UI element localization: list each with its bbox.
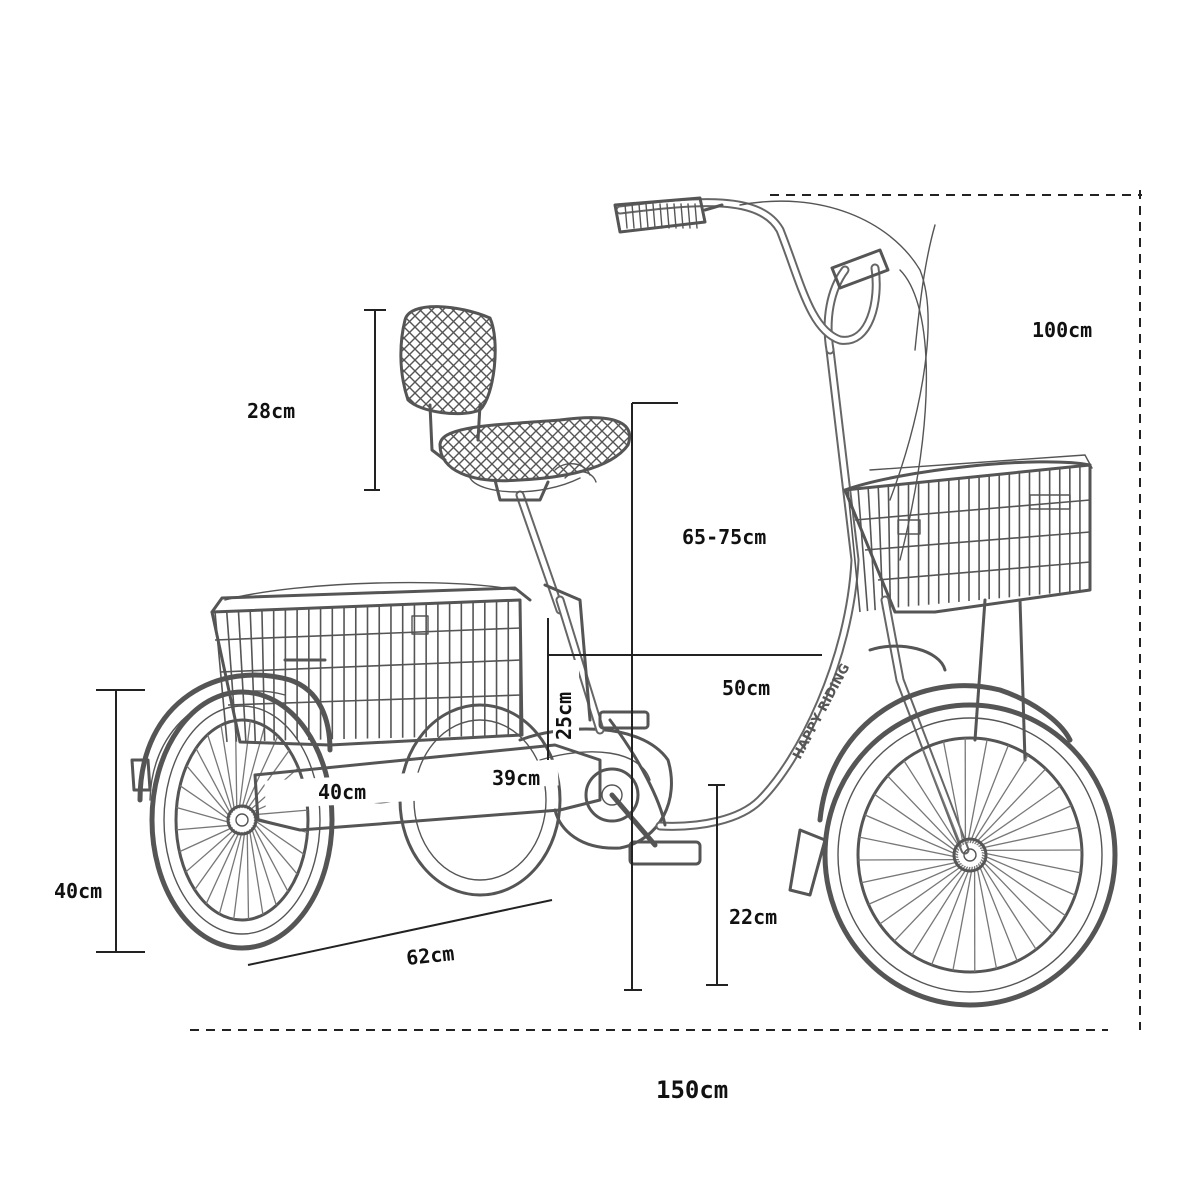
handlebar: [613, 196, 936, 561]
label-rear-track: 62cm: [405, 941, 455, 970]
label-seat-height: 65-75cm: [682, 525, 766, 549]
dimension-labels: 100cm 150cm 28cm 65-75cm 50cm 25cm 40cm …: [54, 318, 1092, 1104]
label-rear-basket-length: 40cm: [318, 780, 366, 804]
rear-fender: [137, 672, 333, 803]
tricycle-illustration: HAPPY RIDING: [130, 196, 1118, 1008]
label-rear-wheel-height: 40cm: [54, 879, 102, 903]
label-rear-basket-width: 39cm: [492, 766, 540, 790]
crank-pedal: [584, 710, 702, 866]
label-total-height: 100cm: [1032, 318, 1092, 342]
label-rear-basket-height: 25cm: [552, 692, 576, 740]
label-pedal-clearance: 22cm: [729, 905, 777, 929]
rear-basket: [210, 581, 532, 747]
dimension-lines: [96, 190, 1142, 1031]
front-fender: [817, 683, 1073, 823]
rear-wheel: [149, 689, 335, 951]
label-total-length: 150cm: [656, 1076, 728, 1104]
main-frame: [655, 345, 860, 831]
rear-reflector: [130, 758, 152, 792]
seat-saddle: [438, 416, 631, 502]
label-seat-to-handlebar: 50cm: [722, 676, 770, 700]
label-backrest-height: 28cm: [247, 399, 295, 423]
front-wheel: [822, 702, 1118, 1008]
seat-backrest: [399, 305, 497, 462]
front-basket: [843, 454, 1093, 762]
